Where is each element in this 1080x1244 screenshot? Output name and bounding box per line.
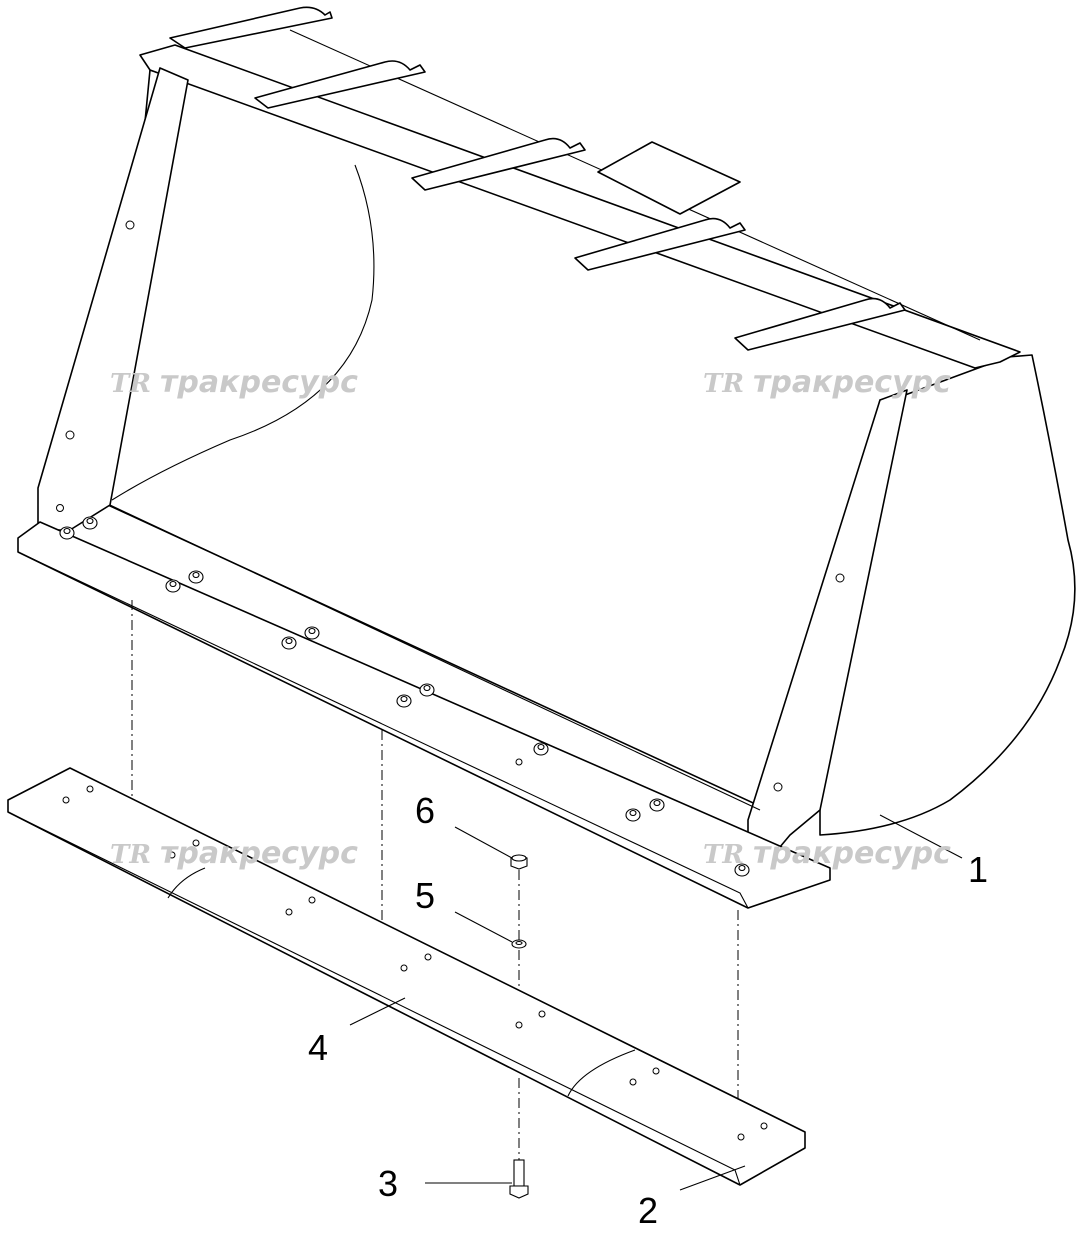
left-plate-hole-3 [56,504,64,512]
watermarks: TR тракресурс TR тракресурс TR тракресур… [110,365,951,871]
nut [165,579,181,593]
top-rib-1 [254,60,426,109]
nut [533,742,549,756]
right-plate-hole-1 [835,573,845,583]
bucket-inner-curve [111,164,375,501]
watermark-top-left: TR тракресурс [110,365,358,400]
nut [304,626,320,640]
svg-text:TR: TR [703,840,744,870]
left-plate-hole-1 [125,220,135,230]
base-back-line [109,504,761,811]
nut [59,526,75,540]
watermark-top-right: TR тракресурс [703,365,951,400]
bolt-part-3 [509,1159,529,1199]
nut [188,570,204,584]
nut [649,798,665,812]
leader-lines [349,814,963,1191]
nut-part-6 [510,854,528,870]
washer-part-5 [511,939,527,949]
base-nuts [59,516,750,877]
end-bit-right-separator [567,1049,636,1097]
nut [281,636,297,650]
callout-1: 1 [968,849,988,890]
top-rib-4 [734,297,906,351]
watermark-bottom-left: TR тракресурс [110,836,358,871]
end-bit-left-separator [167,867,206,899]
nut [734,863,750,877]
alignment-lines [131,600,739,1160]
svg-text:тракресурс: тракресурс [753,836,951,871]
top-rib-3 [574,217,746,271]
callout-2: 2 [638,1190,658,1231]
top-pad [597,141,741,215]
base-hole [515,758,523,766]
svg-text:TR: TR [110,840,151,870]
callout-5: 5 [415,875,435,916]
nut [625,808,641,822]
bucket-right-shell [819,354,1076,836]
svg-text:тракресурс: тракресурс [160,836,358,871]
bucket-assembly [17,6,1076,909]
nut [419,683,435,697]
base-plate-front-edge [17,551,749,909]
svg-text:TR: TR [703,369,744,399]
callout-4: 4 [308,1027,328,1068]
nut [396,694,412,708]
nut [82,516,98,530]
left-plate-hole-2 [65,430,75,440]
right-plate-hole-2 [773,782,783,792]
watermark-bottom-right: TR тракресурс [703,836,951,871]
callout-3: 3 [378,1163,398,1204]
svg-text:тракресурс: тракресурс [753,365,951,400]
cutting-edge-assembly [7,767,806,1186]
svg-text:TR: TR [110,369,151,399]
svg-text:тракресурс: тракресурс [160,365,358,400]
callouts: 1 2 3 4 5 6 [308,790,988,1231]
top-rib-0 [169,6,333,49]
bucket-top-plate [139,44,1021,369]
blade-holes [62,785,768,1141]
callout-6: 6 [415,790,435,831]
hardware [509,854,529,1199]
top-rib-2 [411,137,586,191]
